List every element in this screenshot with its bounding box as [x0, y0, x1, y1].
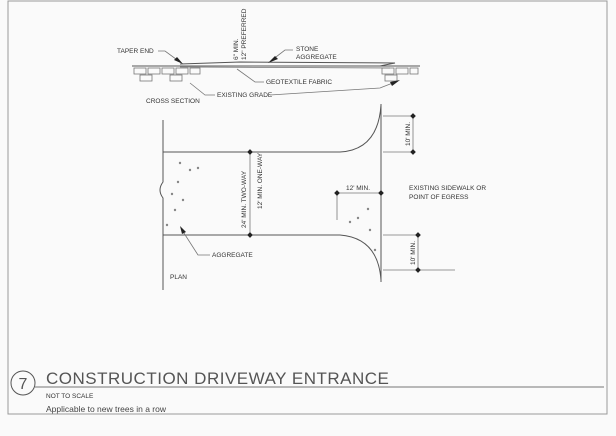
soil-hatch-right — [381, 67, 419, 82]
radius-bottom-label: 10' MIN. — [410, 241, 417, 265]
cross-section-label: CROSS SECTION — [146, 98, 200, 105]
driveway-bottom-edge — [163, 234, 382, 281]
stone-leader — [271, 49, 293, 61]
title-block: 7 CONSTRUCTION DRIVEWAY ENTRANCE NOT TO … — [10, 369, 604, 414]
existing-grade-arrow — [390, 80, 400, 86]
radius-top-label: 10' MIN. — [405, 122, 412, 146]
length-label: 12' MIN. — [346, 185, 370, 192]
detail-number-circle — [10, 370, 36, 396]
stone-aggregate-layer — [179, 61, 396, 67]
geotextile-label: GEOTEXTILE FABRIC — [266, 79, 332, 86]
aggregate-label: AGGREGATE — [212, 252, 253, 259]
plan-view: 24' MIN. TWO-WAY 12' MIN. ONE-WAY 12' MI… — [159, 104, 486, 290]
geotextile-leader — [236, 68, 264, 83]
scale-note: NOT TO SCALE — [46, 393, 94, 400]
existing-grade-leader-left — [189, 82, 215, 96]
width-two-way-label: 24' MIN. TWO-WAY — [241, 170, 248, 228]
depth-preferred-label: 12" PREFERRED — [241, 8, 248, 60]
taper-end-leader — [158, 50, 181, 63]
driveway-top-edge — [163, 104, 382, 153]
soil-hatch-left — [133, 67, 201, 82]
detail-title: CONSTRUCTION DRIVEWAY ENTRANCE — [46, 369, 389, 388]
existing-grade-label: EXISTING GRADE — [217, 92, 273, 99]
driveway-start-line — [159, 120, 164, 290]
cross-section: TAPER END 6" MIN. 12" PREFERRED STONE AG… — [117, 8, 420, 105]
dimension-ticks — [247, 113, 421, 273]
sidewalk-label-line2: POINT OF EGRESS — [409, 194, 469, 201]
taper-end-arrow — [174, 57, 183, 64]
geotextile-line — [179, 66, 391, 69]
drawing-frame — [7, 0, 608, 415]
aggregate-leader — [181, 229, 210, 256]
aggregate-arrow — [180, 226, 186, 234]
stone-arrow — [268, 56, 278, 63]
depth-min-label: 6" MIN. — [233, 38, 240, 60]
stone-label: STONE — [296, 46, 319, 53]
applicability-note: Applicable to new trees in a row — [46, 404, 167, 414]
width-one-way-label: 12' MIN. ONE-WAY — [257, 152, 264, 209]
plan-label: PLAN — [170, 274, 187, 281]
aggregate-label: AGGREGATE — [296, 54, 337, 61]
detail-number: 7 — [19, 376, 28, 393]
aggregate-dots — [165, 161, 377, 252]
sidewalk-label-line1: EXISTING SIDEWALK OR — [409, 185, 486, 192]
taper-end-label: TAPER END — [117, 48, 154, 55]
